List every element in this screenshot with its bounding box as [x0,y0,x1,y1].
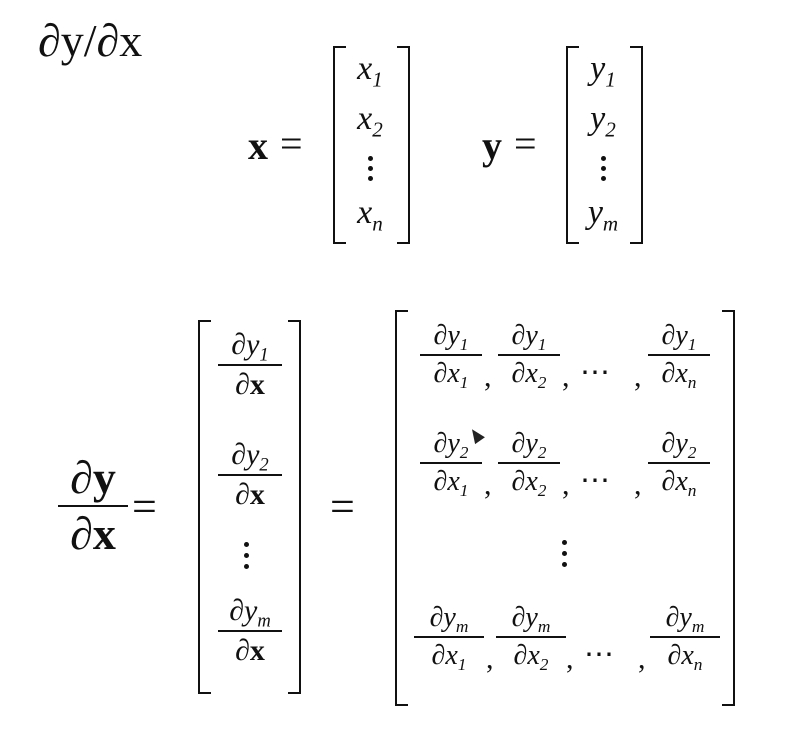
y-vector-equals: = [514,121,537,166]
matrix-hdots: ⋯ [580,356,612,389]
x-vector-element-2: x2 [357,100,383,142]
y-vector-vdots [568,156,638,181]
y-vector-right-bracket [630,46,643,244]
matrix-entry-2-1: ∂y2 ∂x1 [420,430,482,499]
matrix-comma: , [486,642,494,675]
matrix-left-bracket [395,310,408,706]
column-fraction-2: ∂y2 ∂x [218,440,282,510]
x-vector-left-bracket [333,46,346,244]
matrix-comma: , [484,468,492,501]
matrix-hdots: ⋯ [584,638,616,671]
matrix-entry-m-1: ∂ym ∂x1 [414,604,484,673]
x-vector-element-n: xn [357,194,383,236]
matrix-entry-1-2: ∂y1 ∂x2 [498,322,560,391]
matrix-comma: , [484,360,492,393]
equals-sign-1: = [132,482,157,531]
x-vector-label: x [248,123,268,168]
matrix-entry-m-n: ∂ym ∂xn [650,604,720,673]
matrix-comma: , [562,468,570,501]
column-left-bracket [198,320,211,694]
column-fraction-m: ∂ym ∂x [218,596,282,666]
matrix-vdots [562,540,567,567]
y-vector-left-bracket [566,46,579,244]
column-right-bracket [288,320,301,694]
x-vector-equals: = [280,121,303,166]
matrix-comma: , [634,468,642,501]
matrix-entry-1-n: ∂y1 ∂xn [648,322,710,391]
y-vector-label: y [482,123,502,168]
equals-sign-2: = [330,482,355,531]
x-vector-right-bracket [397,46,410,244]
y-vector-element-m: ym [587,194,619,236]
matrix-comma: , [634,360,642,393]
heading-formula: ∂y/∂x [38,18,142,64]
matrix-comma: , [562,360,570,393]
matrix-entry-2-n: ∂y2 ∂xn [648,430,710,499]
matrix-right-bracket [722,310,735,706]
matrix-comma: , [566,642,574,675]
column-vdots [244,542,249,569]
y-vector-element-2: y2 [590,100,616,142]
y-vector-element-1: y1 [590,50,616,92]
column-fraction-1: ∂y1 ∂x [218,330,282,400]
derivative-denominator: ∂x [70,508,116,559]
matrix-entry-m-2: ∂ym ∂x2 [496,604,566,673]
matrix-entry-1-1: ∂y1 ∂x1 [420,322,482,391]
matrix-hdots: ⋯ [580,464,612,497]
derivative-fraction: ∂y ∂x [58,455,128,557]
heading-text: ∂y/∂x [38,15,143,66]
matrix-comma: , [638,642,646,675]
derivative-numerator: ∂y [70,452,116,503]
matrix-entry-2-2: ∂y2 ∂x2 [498,430,560,499]
x-vector-element-1: x1 [357,50,383,92]
x-vector-vdots [335,156,405,181]
